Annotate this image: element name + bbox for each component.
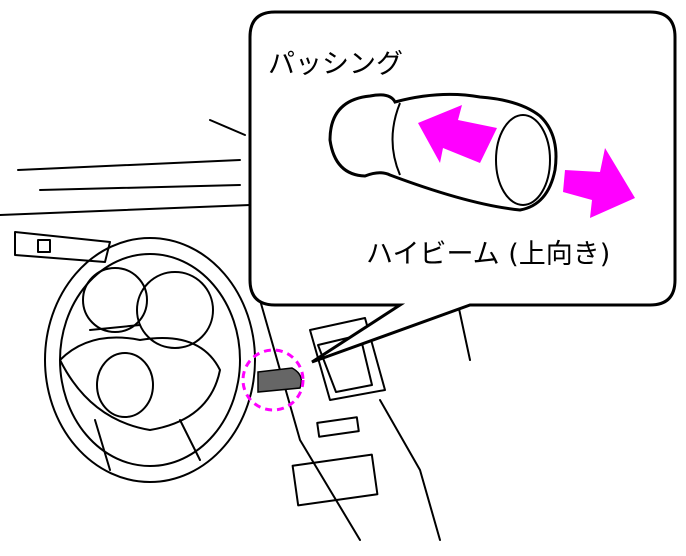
gauge [82,267,148,333]
passing-label: パッシング [268,49,403,80]
wheel-spoke [94,419,201,471]
horn-pad [96,352,154,418]
dash-line [209,119,246,136]
console-button [316,416,360,438]
lever-large [328,92,558,212]
lever-small [257,367,303,393]
high-beam-arrow [563,148,635,218]
highlight-circle [241,348,305,412]
dash-line [39,184,241,191]
vent [14,231,111,263]
stalk-left [89,324,141,331]
steering-wheel-outer [44,237,256,483]
vent-slot [37,239,51,253]
center-vent [309,317,386,401]
wheel-hub [59,336,221,431]
passing-arrow [418,105,497,163]
console-panel [291,453,379,507]
dash-line [0,204,251,216]
gauge [136,271,214,349]
dash-line [17,159,241,171]
high-beam-label: ハイビーム (上向き) [366,239,611,270]
